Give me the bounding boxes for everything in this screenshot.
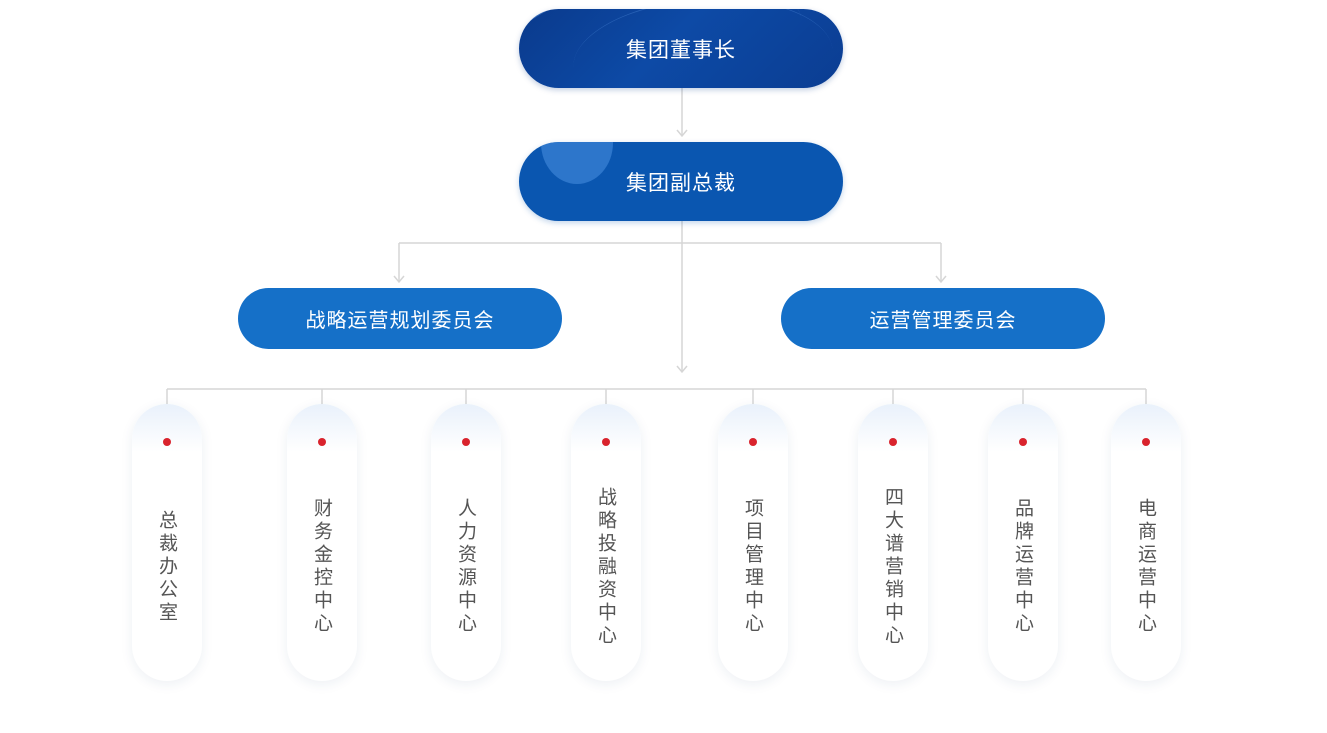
chairman-label: 集团董事长 <box>626 37 736 62</box>
operations-committee-label: 运营管理委员会 <box>869 308 1017 332</box>
chairman-node: 集团董事长 <box>519 9 843 88</box>
red-dot-icon <box>1019 438 1027 446</box>
red-dot-icon <box>749 438 757 446</box>
department-label: 人力资源中心 <box>455 498 477 636</box>
department-label: 项目管理中心 <box>742 498 764 636</box>
department-label: 财务金控中心 <box>311 498 333 636</box>
red-dot-icon <box>163 438 171 446</box>
department-card: 项目管理中心 <box>718 404 788 681</box>
department-label: 四大谱营销中心 <box>882 486 904 648</box>
department-card: 战略投融资中心 <box>571 404 641 681</box>
arrow-ops <box>935 275 947 284</box>
bubble-decoration <box>541 142 613 184</box>
red-dot-icon <box>889 438 897 446</box>
strategy-committee-node: 战略运营规划委员会 <box>238 288 562 349</box>
red-dot-icon <box>1142 438 1150 446</box>
department-label: 品牌运营中心 <box>1012 498 1034 636</box>
red-dot-icon <box>318 438 326 446</box>
department-card: 电商运营中心 <box>1111 404 1181 681</box>
vice-president-label: 集团副总裁 <box>626 170 736 195</box>
red-dot-icon <box>602 438 610 446</box>
department-card: 品牌运营中心 <box>988 404 1058 681</box>
department-label: 战略投融资中心 <box>595 486 617 648</box>
arrow-departments <box>676 365 688 374</box>
arrow-vp <box>676 129 688 138</box>
operations-committee-node: 运营管理委员会 <box>781 288 1105 349</box>
red-dot-icon <box>462 438 470 446</box>
vice-president-node: 集团副总裁 <box>519 142 843 221</box>
department-label: 总裁办公室 <box>156 509 178 625</box>
department-card: 财务金控中心 <box>287 404 357 681</box>
department-card: 四大谱营销中心 <box>858 404 928 681</box>
department-label: 电商运营中心 <box>1135 498 1157 636</box>
arrow-strategy <box>393 275 405 284</box>
department-card: 人力资源中心 <box>431 404 501 681</box>
strategy-committee-label: 战略运营规划委员会 <box>305 308 495 332</box>
department-card: 总裁办公室 <box>132 404 202 681</box>
